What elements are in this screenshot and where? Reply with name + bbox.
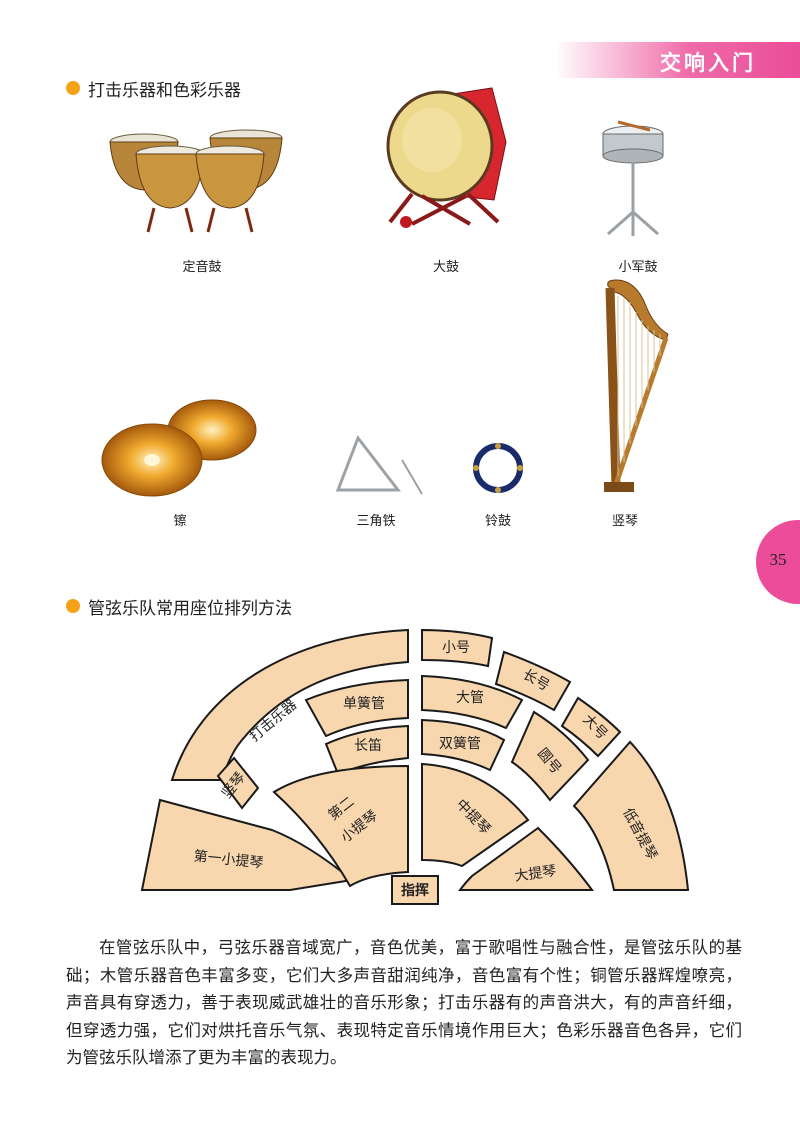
caption-harp: 竖琴 bbox=[611, 514, 638, 529]
orchestra-seating-diagram: 打击乐器 竖琴 第一小提琴 单簧管 长笛 第二 小提琴 指挥 小号 长号 大号 … bbox=[140, 628, 690, 905]
header-band bbox=[555, 42, 800, 78]
bass-drum-image bbox=[386, 87, 507, 228]
harp-image bbox=[604, 279, 669, 492]
seat-tuba bbox=[560, 696, 622, 758]
seat-cello bbox=[457, 826, 594, 891]
label-bassoon-seat: 大管 bbox=[456, 690, 484, 706]
chapter-title: 交响入门 bbox=[660, 51, 756, 75]
snare-drum-image bbox=[602, 120, 664, 236]
seat-french-horn bbox=[510, 710, 590, 802]
caption-bass-drum: 大鼓 bbox=[432, 260, 459, 275]
label-flute: 长笛 bbox=[354, 738, 382, 754]
label-oboe: 单簧管 bbox=[343, 696, 385, 712]
seat-conductor bbox=[391, 875, 439, 905]
label-conductor: 指挥 bbox=[401, 882, 429, 899]
body-paragraph: 在管弦乐队中，弓弦乐器音域宽广，音色优美，富于歌唱性与融合性，是管弦乐队的基础；… bbox=[66, 938, 742, 1067]
page-number: 35 bbox=[769, 550, 787, 569]
caption-tambourine: 铃鼓 bbox=[484, 514, 511, 529]
section-title-percussion: 打击乐器和色彩乐器 bbox=[88, 81, 241, 101]
seat-trombone bbox=[494, 650, 572, 712]
caption-cymbals: 镲 bbox=[173, 514, 187, 529]
label-cello: 大提琴 bbox=[514, 863, 558, 885]
seat-first-violin bbox=[140, 798, 355, 891]
section-bullet-icon bbox=[66, 81, 80, 95]
seat-harp bbox=[216, 756, 260, 810]
caption-snare-drum: 小军鼓 bbox=[618, 260, 658, 275]
label-trumpet: 小号 bbox=[442, 640, 470, 656]
caption-timpani: 定音鼓 bbox=[182, 260, 222, 275]
label-double-reed: 双簧管 bbox=[439, 736, 481, 752]
seat-trumpet bbox=[421, 628, 494, 668]
seat-viola bbox=[421, 762, 530, 868]
seat-second-violin bbox=[272, 764, 409, 888]
section-bullet-icon bbox=[66, 599, 80, 613]
timpani-image bbox=[109, 129, 283, 233]
triangle-image bbox=[335, 434, 423, 495]
section-title-orchestra: 管弦乐队常用座位排列方法 bbox=[88, 599, 292, 619]
seat-double-bass bbox=[572, 740, 690, 891]
cymbals-image bbox=[101, 399, 257, 497]
seat-bassoon bbox=[421, 674, 524, 730]
seat-oboe bbox=[304, 678, 409, 738]
seat-double-reed bbox=[421, 718, 506, 772]
tambourine-image bbox=[473, 443, 523, 493]
caption-triangle: 三角铁 bbox=[356, 514, 396, 529]
